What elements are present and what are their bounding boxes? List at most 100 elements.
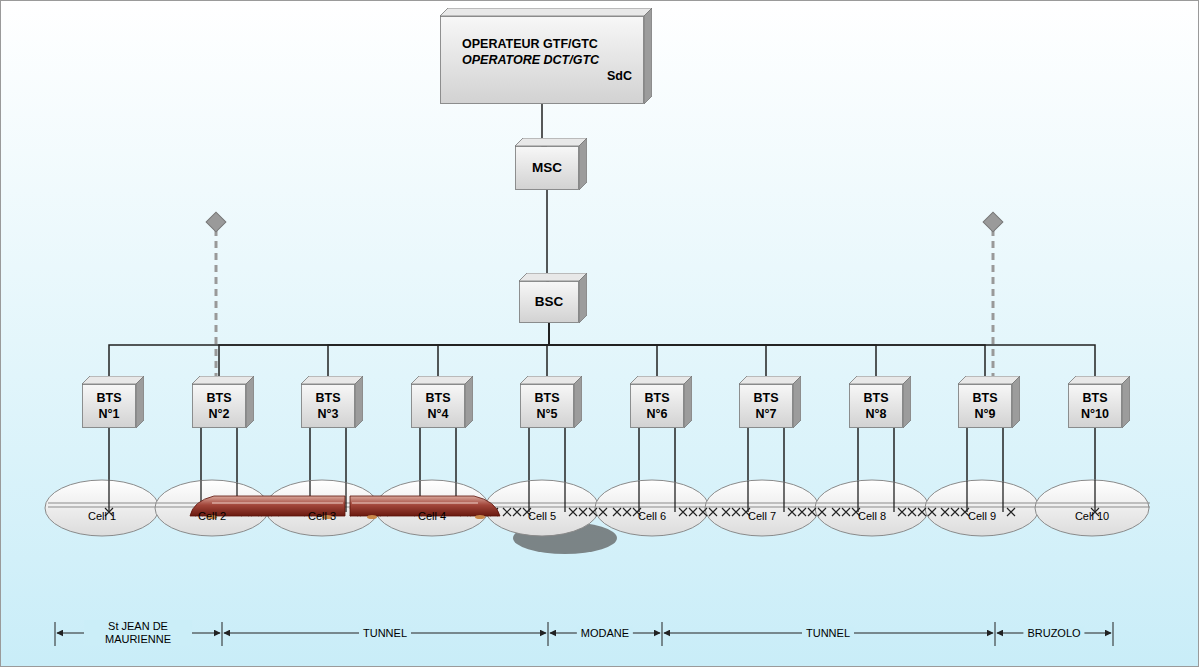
box-label: MSC bbox=[532, 159, 562, 177]
bts-box: BTS N°9 bbox=[958, 376, 1020, 428]
box-label: BTS N°5 bbox=[527, 390, 567, 423]
feeder-coupler-mark bbox=[513, 508, 521, 516]
connector-line bbox=[328, 323, 549, 384]
network-box: MSC bbox=[515, 138, 587, 190]
operator-label: OPERATEUR GTF/GTC bbox=[462, 36, 632, 52]
cell-label: Cell 10 bbox=[1075, 509, 1109, 523]
feeder-coupler-mark bbox=[842, 508, 850, 516]
box-face: BSC bbox=[519, 281, 579, 323]
connector-line bbox=[109, 323, 549, 384]
feeder-coupler-mark bbox=[613, 508, 621, 516]
connector-line bbox=[219, 323, 549, 384]
cell-text-area: Cell 2 bbox=[154, 509, 270, 523]
section-label: TUNNEL bbox=[359, 627, 411, 640]
rail-track bbox=[48, 503, 1150, 507]
cell-outline bbox=[814, 479, 930, 537]
feeder-coupler-mark bbox=[360, 508, 368, 516]
connector-line bbox=[674, 428, 676, 482]
cell-outline bbox=[594, 479, 710, 537]
box-label: BTS N°8 bbox=[856, 390, 896, 423]
feeder-coupler-mark bbox=[599, 508, 607, 516]
connector-line bbox=[549, 323, 876, 384]
cell-outline bbox=[264, 479, 380, 537]
feeder-coupler-mark bbox=[569, 508, 577, 516]
cell-outline bbox=[924, 479, 1040, 537]
connector-line bbox=[966, 428, 968, 481]
cell-outline bbox=[1034, 479, 1150, 537]
feeder-coupler-mark bbox=[788, 508, 796, 516]
feeder-coupler-mark bbox=[370, 508, 378, 516]
cell-outline bbox=[374, 479, 490, 537]
feeder-coupler-mark bbox=[195, 508, 203, 516]
box-label: BSC bbox=[535, 293, 564, 311]
cell-ellipse: Cell 10 bbox=[1034, 479, 1150, 537]
box-face: MSC bbox=[515, 146, 579, 190]
connector-line bbox=[783, 428, 785, 482]
connector-line bbox=[564, 428, 566, 482]
section-brackets bbox=[55, 622, 1113, 646]
connector-line bbox=[547, 190, 549, 281]
connector-line bbox=[419, 428, 421, 481]
cell-text-area: Cell 1 bbox=[44, 509, 160, 523]
train-illustration bbox=[190, 496, 500, 519]
feeder-coupler-mark bbox=[261, 508, 269, 516]
operator-label: OPERATORE DCT/GTC bbox=[462, 52, 632, 68]
box-face: BTS N°9 bbox=[958, 384, 1012, 428]
cell-text-area: Cell 6 bbox=[594, 509, 710, 523]
feeder-coupler-mark bbox=[304, 508, 312, 516]
cell-ellipse: Cell 9 bbox=[924, 479, 1040, 537]
box-label: BTS N°1 bbox=[89, 390, 129, 423]
feeder-coupler-mark bbox=[271, 508, 279, 516]
connector-line bbox=[638, 428, 640, 481]
cell-outline bbox=[154, 479, 270, 537]
connector-line bbox=[747, 428, 749, 481]
box-label: BTS N°6 bbox=[637, 390, 677, 423]
feeder-coupler-mark bbox=[798, 508, 806, 516]
box-label: BTS N°9 bbox=[965, 390, 1005, 423]
bts-box: BTS N°8 bbox=[849, 376, 911, 428]
cell-label: Cell 7 bbox=[748, 509, 776, 523]
feeder-coupler-mark bbox=[689, 508, 697, 516]
feeder-coupler-mark bbox=[470, 508, 478, 516]
feeder-coupler-mark bbox=[633, 508, 641, 516]
bts-box: BTS N°10 bbox=[1068, 376, 1130, 428]
feeder-coupler-mark bbox=[414, 508, 422, 516]
feeder-coupler-mark bbox=[1091, 508, 1099, 516]
connector-line bbox=[236, 428, 238, 483]
cell-ellipse: Cell 4 bbox=[374, 479, 490, 537]
connector-line bbox=[345, 428, 347, 483]
feeder-coupler-mark bbox=[490, 508, 498, 516]
cell-label: Cell 6 bbox=[638, 509, 666, 523]
feeder-coupler-mark bbox=[898, 508, 906, 516]
bts-box: BTS N°4 bbox=[411, 376, 473, 428]
feeder-coupler-mark bbox=[732, 508, 740, 516]
cell-label: Cell 9 bbox=[968, 509, 996, 523]
connector-line bbox=[528, 428, 530, 481]
box-face: BTS N°1 bbox=[82, 384, 136, 428]
feeder-coupler-mark bbox=[251, 508, 259, 516]
cell-ellipse: Cell 3 bbox=[264, 479, 380, 537]
box-label: BTS N°7 bbox=[746, 390, 786, 423]
cell-ellipse: Cell 5 bbox=[484, 479, 600, 537]
cell-label: Cell 1 bbox=[88, 509, 116, 523]
feeder-coupler-mark bbox=[852, 508, 860, 516]
cell-text-area: Cell 10 bbox=[1034, 509, 1150, 523]
cell-outline bbox=[484, 479, 600, 537]
connector-line bbox=[108, 428, 110, 480]
feeder-coupler-mark bbox=[742, 508, 750, 516]
cell-ellipse: Cell 7 bbox=[704, 479, 820, 537]
feeder-coupler-mark bbox=[709, 508, 717, 516]
cell-text-area: Cell 7 bbox=[704, 509, 820, 523]
bts-box: BTS N°7 bbox=[739, 376, 801, 428]
cell-label: Cell 3 bbox=[308, 509, 336, 523]
cell-outline bbox=[44, 479, 160, 537]
feeder-coupler-mark bbox=[808, 508, 816, 516]
box-face: BTS N°4 bbox=[411, 384, 465, 428]
antenna-symbol bbox=[983, 212, 1003, 378]
connector-line bbox=[549, 323, 657, 384]
cell-label: Cell 5 bbox=[528, 509, 556, 523]
